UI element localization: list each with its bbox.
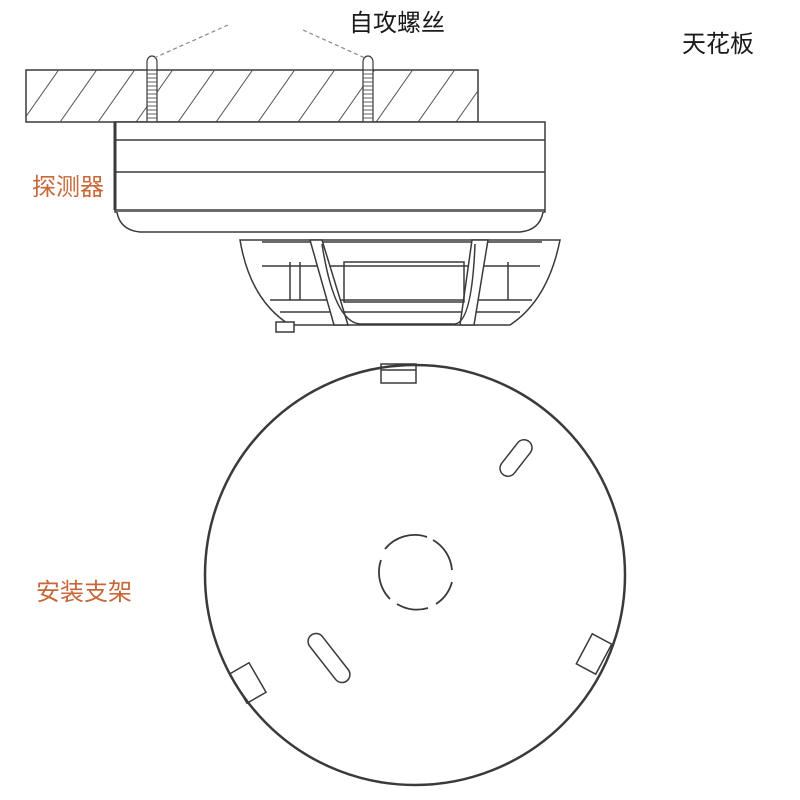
detector-side-view (113, 121, 561, 333)
screw-left (146, 55, 158, 123)
screw-callout-lines (153, 24, 366, 59)
detector-label: 探测器 (32, 173, 104, 201)
mounting-bracket-top-view (203, 363, 627, 787)
screw-right (362, 55, 374, 123)
ceiling-board (25, 69, 479, 123)
screws-label: 自攻螺丝 (349, 9, 445, 37)
ceiling-label: 天花板 (682, 30, 754, 58)
bracket-label: 安装支架 (36, 578, 132, 606)
